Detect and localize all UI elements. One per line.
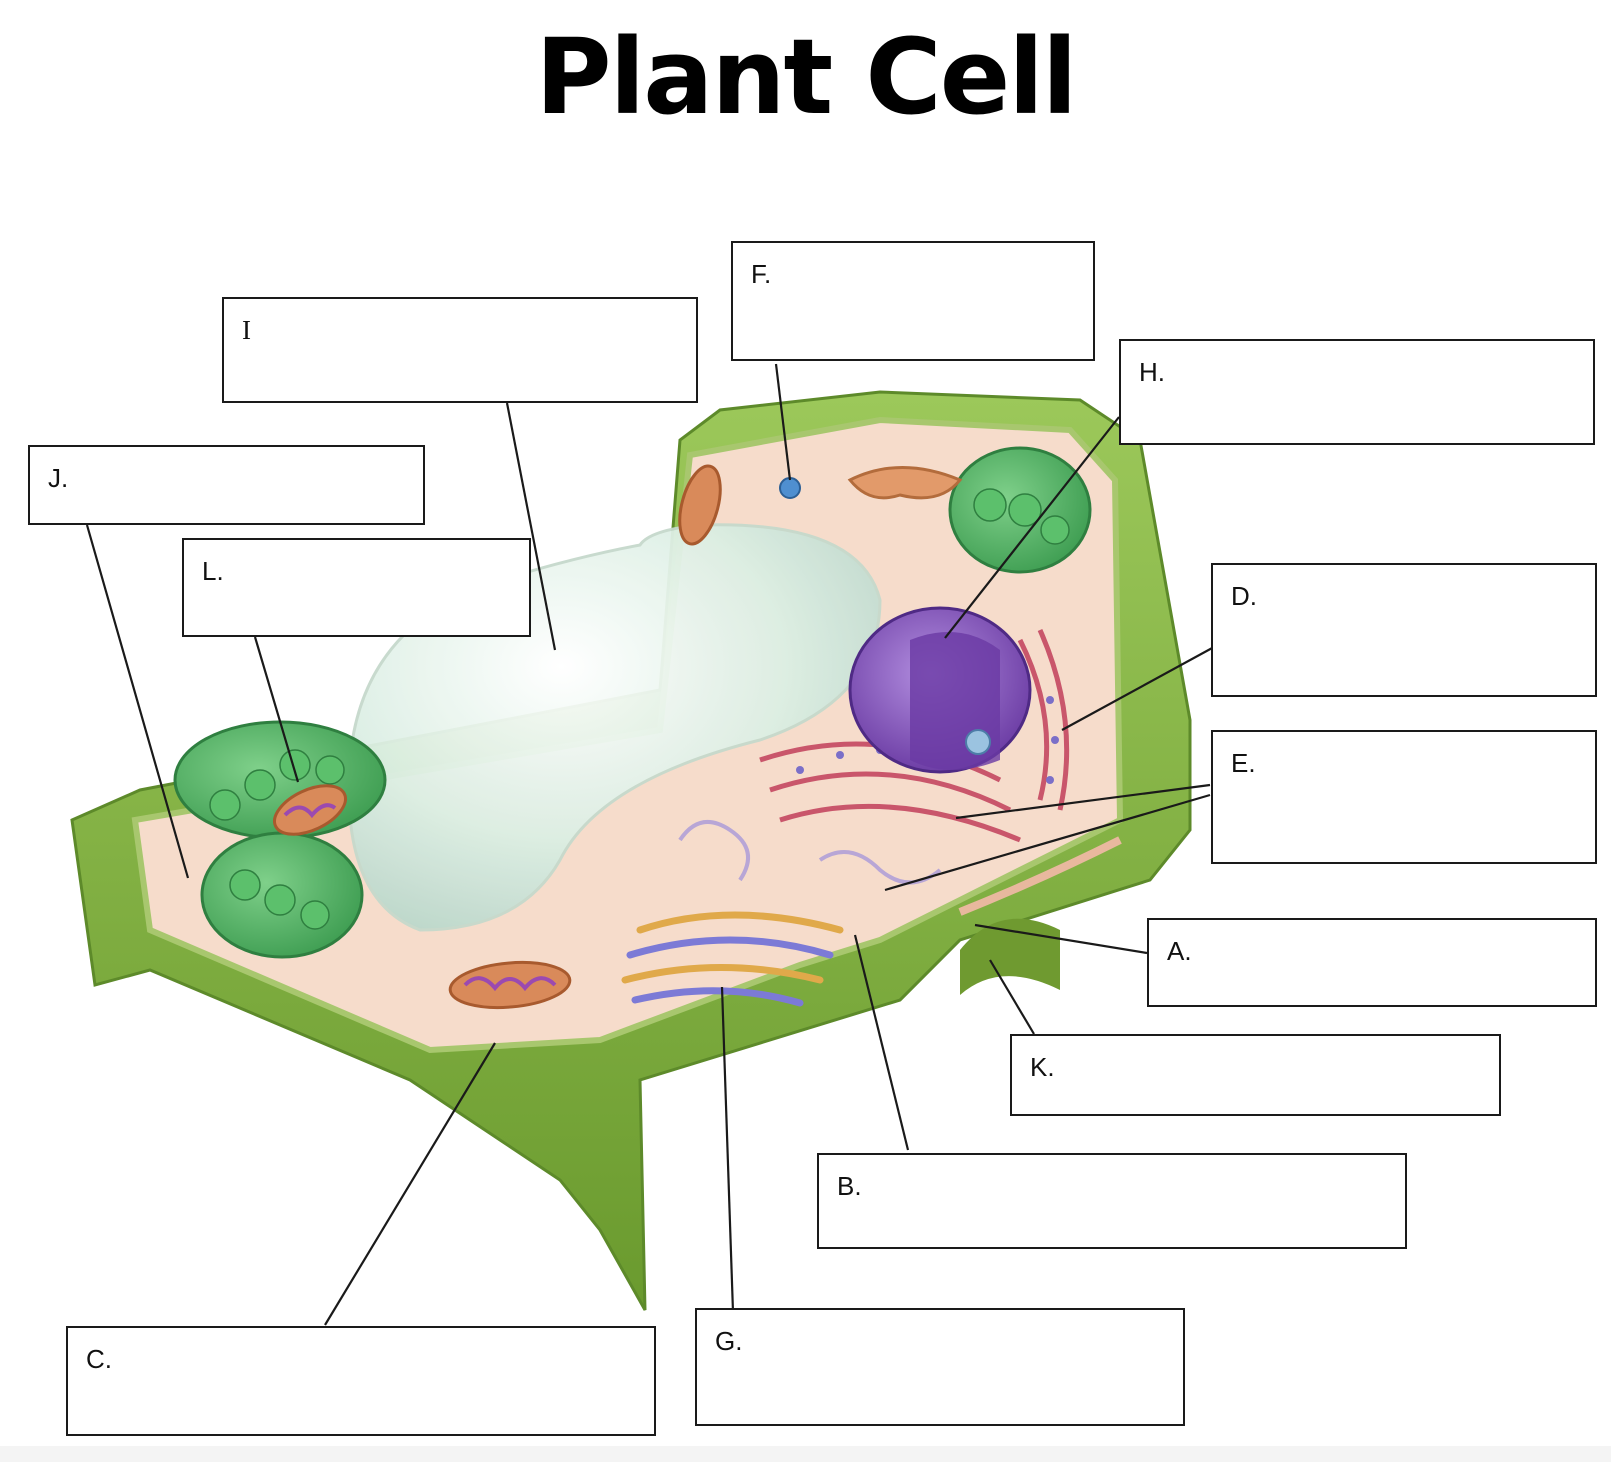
answer-input-i[interactable] [284, 311, 686, 347]
peroxisome [779, 477, 801, 499]
label-box-c[interactable]: C. [66, 1326, 656, 1436]
mitochondrion-upper [847, 466, 963, 500]
smooth-er [678, 820, 942, 885]
leader-line-h [944, 416, 1120, 639]
label-box-h[interactable]: H. [1119, 339, 1595, 445]
label-letter-f: F. [751, 259, 772, 289]
answer-input-d[interactable] [1273, 577, 1585, 613]
label-box-j[interactable]: J. [28, 445, 425, 525]
label-box-b[interactable]: B. [817, 1153, 1407, 1249]
leader-line-k [989, 959, 1035, 1035]
answer-input-g[interactable] [757, 1322, 1173, 1358]
label-letter-a: A. [1167, 936, 1192, 966]
label-box-k[interactable]: K. [1010, 1034, 1501, 1116]
answer-input-l[interactable] [244, 552, 519, 588]
golgi-apparatus [621, 911, 844, 1007]
label-letter-i: I [242, 315, 251, 345]
leader-line-e-1 [955, 783, 1211, 820]
label-letter-l: L. [202, 556, 224, 586]
label-letter-d: D. [1231, 581, 1257, 611]
leader-line-i [505, 402, 557, 651]
label-letter-j: J. [48, 463, 69, 493]
cell-wall-recess [960, 918, 1060, 995]
leader-line-a [974, 923, 1148, 955]
leader-line-l [253, 636, 300, 783]
leader-lines [85, 363, 1215, 1326]
label-letter-b: B. [837, 1171, 862, 1201]
answer-input-k[interactable] [1072, 1048, 1489, 1084]
label-letter-e: E. [1231, 748, 1256, 778]
answer-input-h[interactable] [1181, 353, 1583, 389]
label-box-i[interactable]: I [222, 297, 698, 403]
answer-input-f[interactable] [793, 255, 1083, 291]
page-bottom-strip [0, 1446, 1611, 1462]
label-box-f[interactable]: F. [731, 241, 1095, 361]
leader-line-f [774, 363, 792, 481]
answer-input-e[interactable] [1273, 744, 1585, 780]
label-letter-c: C. [86, 1344, 112, 1374]
answer-input-j[interactable] [90, 459, 413, 495]
label-box-d[interactable]: D. [1211, 563, 1597, 697]
leader-line-j [85, 524, 190, 879]
leader-line-c [324, 1042, 496, 1326]
leader-line-d [1061, 646, 1215, 731]
label-letter-g: G. [715, 1326, 743, 1356]
leader-line-g [720, 986, 735, 1313]
mitochondria [273, 464, 963, 1010]
label-letter-k: K. [1030, 1052, 1055, 1082]
answer-input-a[interactable] [1209, 932, 1585, 968]
label-box-e[interactable]: E. [1211, 730, 1597, 864]
label-box-a[interactable]: A. [1147, 918, 1597, 1007]
answer-input-b[interactable] [879, 1167, 1395, 1203]
page-title: Plant Cell [535, 16, 1077, 138]
label-box-l[interactable]: L. [182, 538, 531, 637]
answer-input-c[interactable] [128, 1340, 644, 1376]
label-box-g[interactable]: G. [695, 1308, 1185, 1426]
leader-line-b [853, 934, 910, 1151]
plasma-membrane-edge [958, 836, 1122, 916]
label-letter-h: H. [1139, 357, 1165, 387]
leader-line-e-2 [884, 793, 1211, 892]
nucleolus [965, 729, 991, 755]
